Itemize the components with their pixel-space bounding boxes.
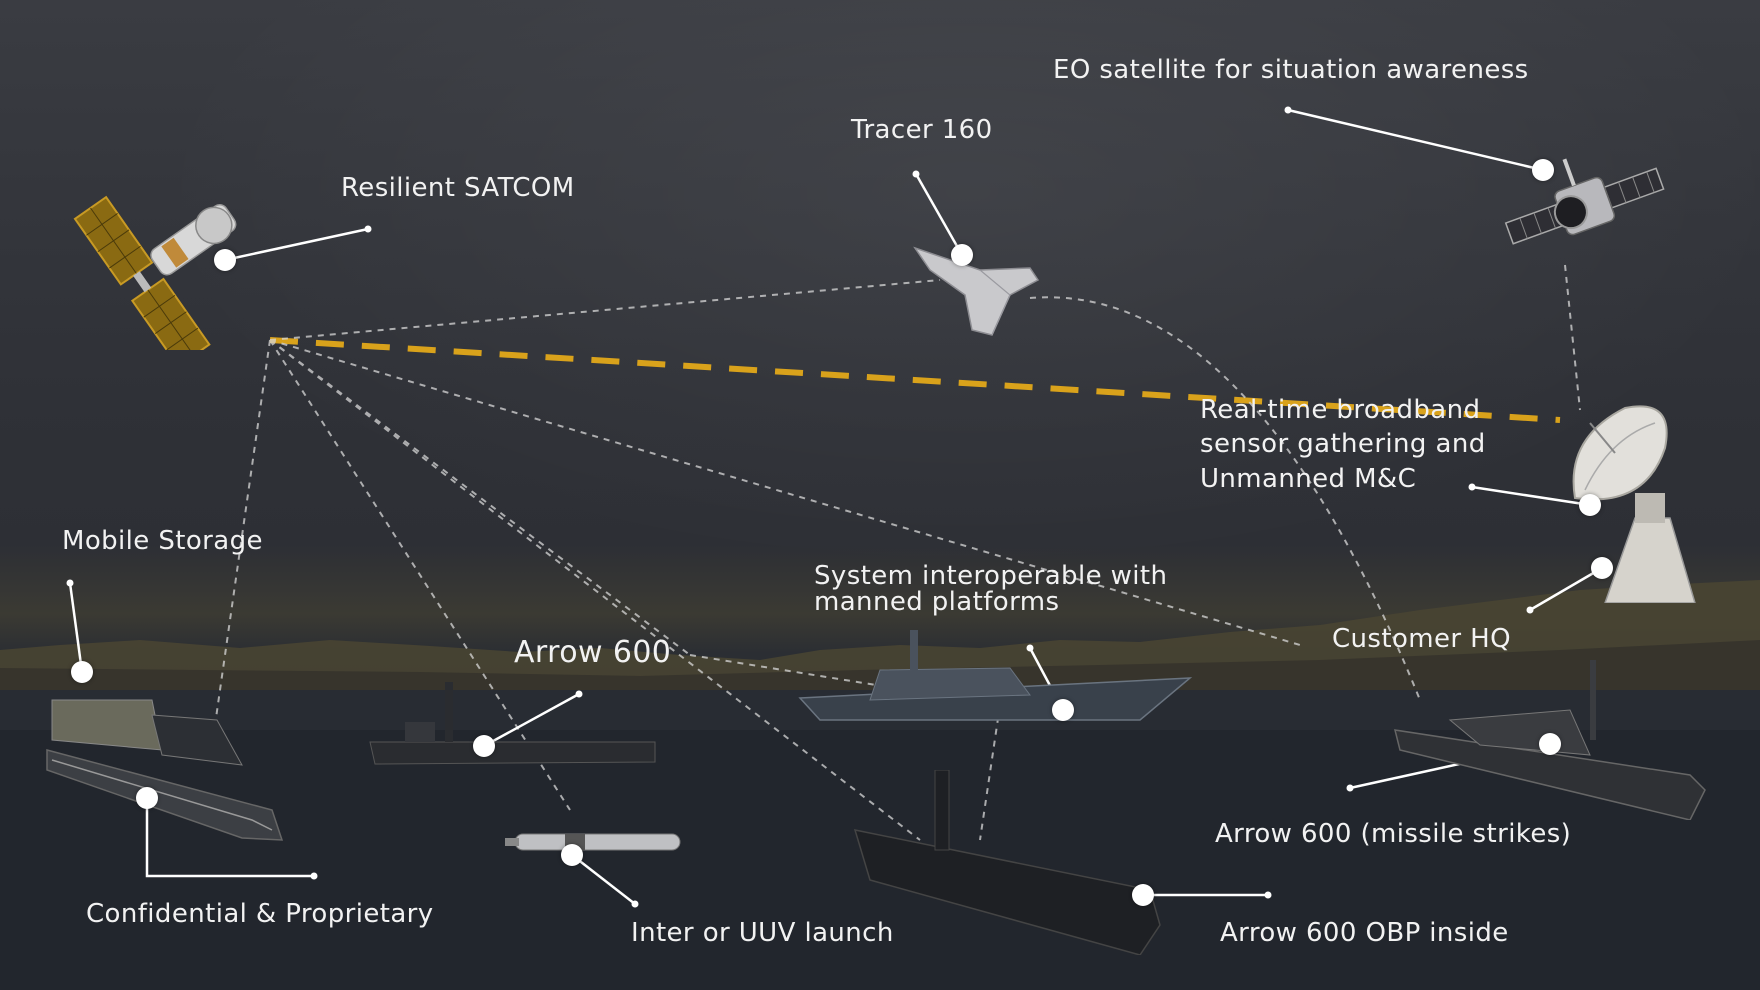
- label-tracer: Tracer 160: [851, 115, 993, 145]
- manned-platform-marker: [1052, 699, 1074, 721]
- label-broadband-line3: Unmanned M&C: [1200, 463, 1417, 494]
- tracer-marker: [951, 244, 973, 266]
- satellite-icon: [73, 195, 237, 350]
- eo-satellite-marker: [1532, 159, 1554, 181]
- obp-marker: [1132, 884, 1154, 906]
- pointer-lines: [68, 108, 1603, 905]
- label-customer-hq: Customer HQ: [1332, 624, 1511, 654]
- confidential-marker: [136, 787, 158, 809]
- satcom-marker: [214, 249, 236, 271]
- label-broadband-line2: sensor gathering and: [1200, 429, 1486, 460]
- arrow600-marker: [473, 735, 495, 757]
- uuv-marker: [561, 844, 583, 866]
- drone-icon: [913, 246, 1040, 336]
- label-mobile-storage: Mobile Storage: [62, 526, 263, 556]
- uuv-icon: [505, 833, 681, 851]
- label-interoperable-line1: System interoperable with: [814, 561, 1168, 591]
- mobile-storage-vessel: [46, 699, 284, 841]
- customer-hq-marker: [1591, 557, 1613, 579]
- manned-platform-boat: [798, 630, 1193, 721]
- label-arrow600: Arrow 600: [514, 635, 672, 670]
- label-missile: Arrow 600 (missile strikes): [1215, 819, 1572, 849]
- label-broadband: Real-time broadband sensor gathering and…: [1200, 393, 1486, 496]
- label-broadband-line1: Real-time broadband: [1200, 395, 1481, 425]
- label-uuv: Inter or UUV launch: [631, 918, 894, 948]
- label-satcom: Resilient SATCOM: [341, 173, 575, 203]
- ground-station-marker: [1579, 494, 1601, 516]
- missile-vessel-marker: [1539, 733, 1561, 755]
- eo-satellite-icon: [1504, 158, 1665, 245]
- sky-haze: [0, 0, 1760, 640]
- label-confidential: Confidential & Proprietary: [86, 899, 434, 929]
- label-interoperable-line2: manned platforms: [814, 587, 1060, 617]
- label-obp: Arrow 600 OBP inside: [1220, 918, 1509, 948]
- mobile-storage-marker: [71, 661, 93, 683]
- ground-station-dish-icon: [1572, 405, 1696, 603]
- arrow600-obp-vessel: [853, 770, 1161, 955]
- label-interoperable: System interoperable with manned platfor…: [814, 563, 1167, 615]
- arrow600-vessel: [369, 682, 656, 765]
- satcom-link: [269, 337, 1561, 423]
- dashed-links: [209, 264, 1581, 841]
- label-eo-satellite: EO satellite for situation awareness: [1053, 55, 1529, 85]
